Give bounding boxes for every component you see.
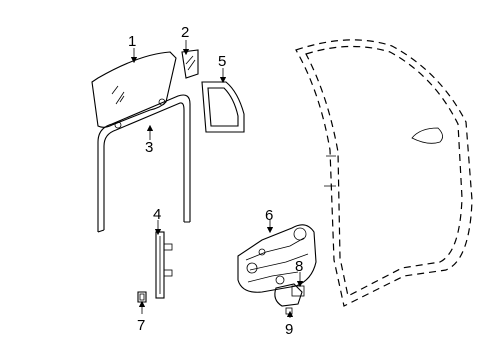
door-glass-part <box>91 51 177 129</box>
bolt-part <box>285 307 293 315</box>
callout-9: 9 <box>285 321 293 338</box>
run-channel-part <box>97 94 191 233</box>
callout-2: 2 <box>181 24 189 41</box>
quarter-glass-part <box>181 49 199 79</box>
rear-door-outline <box>295 39 473 307</box>
callout-7: 7 <box>137 317 145 334</box>
quarter-seal-part <box>201 81 245 133</box>
channel-bracket-part <box>155 231 173 299</box>
callout-3: 3 <box>145 139 153 156</box>
callout-1: 1 <box>128 33 136 50</box>
callout-5: 5 <box>218 53 226 70</box>
clip-part <box>137 291 147 303</box>
callout-6: 6 <box>265 207 273 224</box>
callout-4: 4 <box>153 206 161 223</box>
window-regulator-part <box>237 224 317 293</box>
callout-8: 8 <box>295 258 303 275</box>
